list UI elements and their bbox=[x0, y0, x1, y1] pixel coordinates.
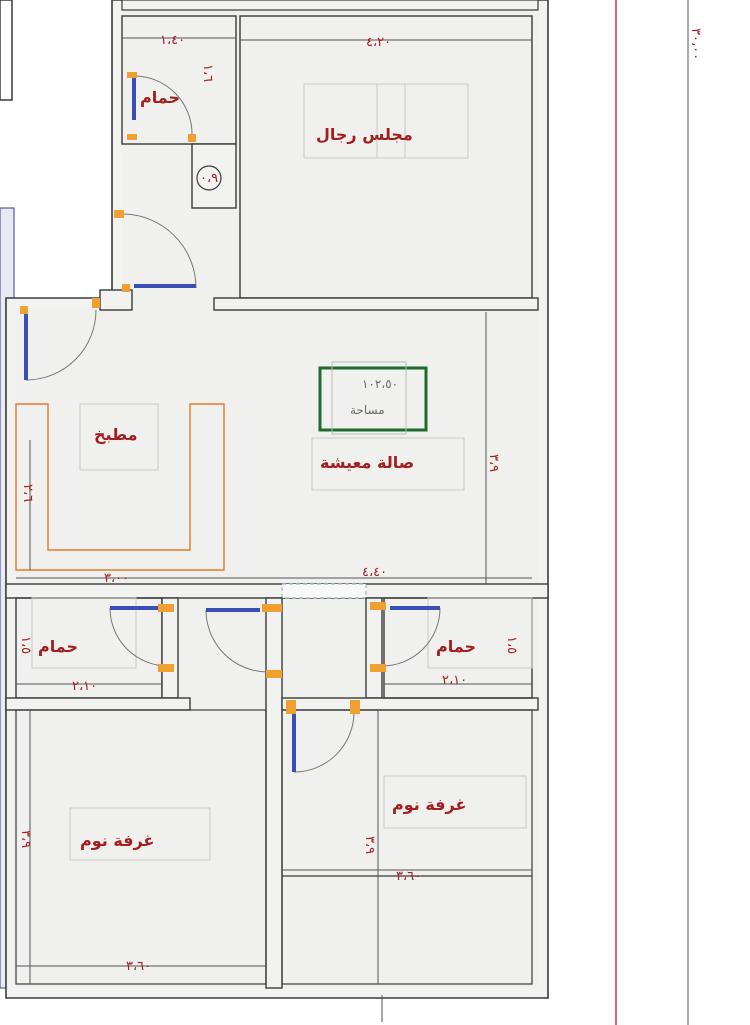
kitchen-counter bbox=[15, 403, 225, 571]
room-label-bath-right: حمام bbox=[436, 637, 476, 656]
door-bedroom-left bbox=[205, 604, 282, 678]
dim-bath-top-width: ١،٤٠ bbox=[160, 33, 185, 48]
bedroom-left-wall bbox=[15, 709, 267, 985]
room-label-living: صالة معيشة bbox=[320, 453, 414, 472]
dim-bath-left-height: ١،٥ bbox=[18, 636, 33, 654]
dim-bath-left-width: ٢،١٠ bbox=[72, 679, 97, 694]
room-label-kitchen: مطبخ bbox=[94, 425, 138, 444]
corridor-left-wall bbox=[265, 597, 283, 989]
dim-bath-right-height: ١،٥ bbox=[504, 636, 519, 654]
area-stamp-frame bbox=[318, 366, 428, 432]
door-bedroom-right bbox=[286, 700, 360, 773]
room-label-bedroom-right: غرفة نوم bbox=[392, 795, 466, 814]
door-entry bbox=[114, 210, 197, 292]
living-label-box bbox=[311, 437, 465, 491]
bedroom-right-label-box bbox=[383, 775, 527, 829]
duct-wall bbox=[191, 143, 237, 209]
duct-dim: ٠،٩ bbox=[200, 171, 218, 186]
bath-left-side-wall bbox=[161, 597, 179, 699]
door-bath-top bbox=[127, 72, 196, 142]
kitchen-label-box bbox=[79, 403, 159, 471]
area-value: ١٠٢،٥٠ bbox=[362, 377, 398, 391]
bedroom-right-top-wall bbox=[281, 697, 539, 711]
majlis-living-wall bbox=[213, 297, 539, 311]
top-wall-strip bbox=[121, 0, 539, 11]
door-bath-right bbox=[370, 602, 441, 672]
majlis-sofa bbox=[303, 83, 469, 159]
living-height-dim: ٣،٩ bbox=[486, 454, 501, 472]
room-label-bath-top: حمام bbox=[140, 88, 180, 107]
room-label-majlis: مجلس رجال bbox=[316, 125, 413, 144]
room-label-bedroom-left: غرفة نوم bbox=[80, 831, 154, 850]
overall-dim-right: ٣٠،٠٠ bbox=[688, 28, 703, 60]
bath-left-fixture bbox=[31, 597, 137, 669]
dim-bedroom-left-height: ٣،٩ bbox=[18, 830, 33, 848]
dim-bedroom-left-width: ٣،٦٠ bbox=[126, 959, 151, 974]
bath-top-wall bbox=[121, 15, 237, 145]
door-kitchen bbox=[20, 298, 100, 381]
bath-right-fixture bbox=[427, 597, 533, 669]
dim-bedroom-right-width: ٣،٦٠ bbox=[396, 869, 421, 884]
dim-bath-top-height: ١،٦ bbox=[200, 64, 215, 82]
neighbor-wall-mark bbox=[0, 0, 13, 101]
bedroom-right-wall bbox=[281, 709, 533, 985]
mid-wall bbox=[5, 583, 549, 599]
area-label: مساحة bbox=[350, 403, 385, 417]
dim-kitchen-height: ٢،٦ bbox=[20, 484, 35, 502]
dim-bedroom-right-height: ٣،٩ bbox=[362, 836, 377, 854]
entry-wall-stub bbox=[99, 289, 133, 311]
dim-living-width: ٤،٤٠ bbox=[362, 565, 387, 580]
dim-majlis-width: ٤،٢٠ bbox=[366, 35, 391, 50]
corridor-right-wall bbox=[365, 597, 383, 699]
area-stamp-inner bbox=[331, 361, 407, 435]
floor bbox=[16, 10, 538, 988]
bedroom-left-label-box bbox=[69, 807, 211, 861]
bath-left-bottom-wall bbox=[5, 697, 191, 711]
corridor-opening bbox=[281, 583, 367, 599]
door-bath-left bbox=[109, 604, 174, 672]
duct-circle bbox=[196, 165, 222, 191]
room-label-bath-left: حمام bbox=[38, 637, 78, 656]
dim-bath-right-width: ٢،١٠ bbox=[442, 673, 467, 688]
dim-kitchen-width: ٣،٠٠ bbox=[104, 571, 129, 586]
